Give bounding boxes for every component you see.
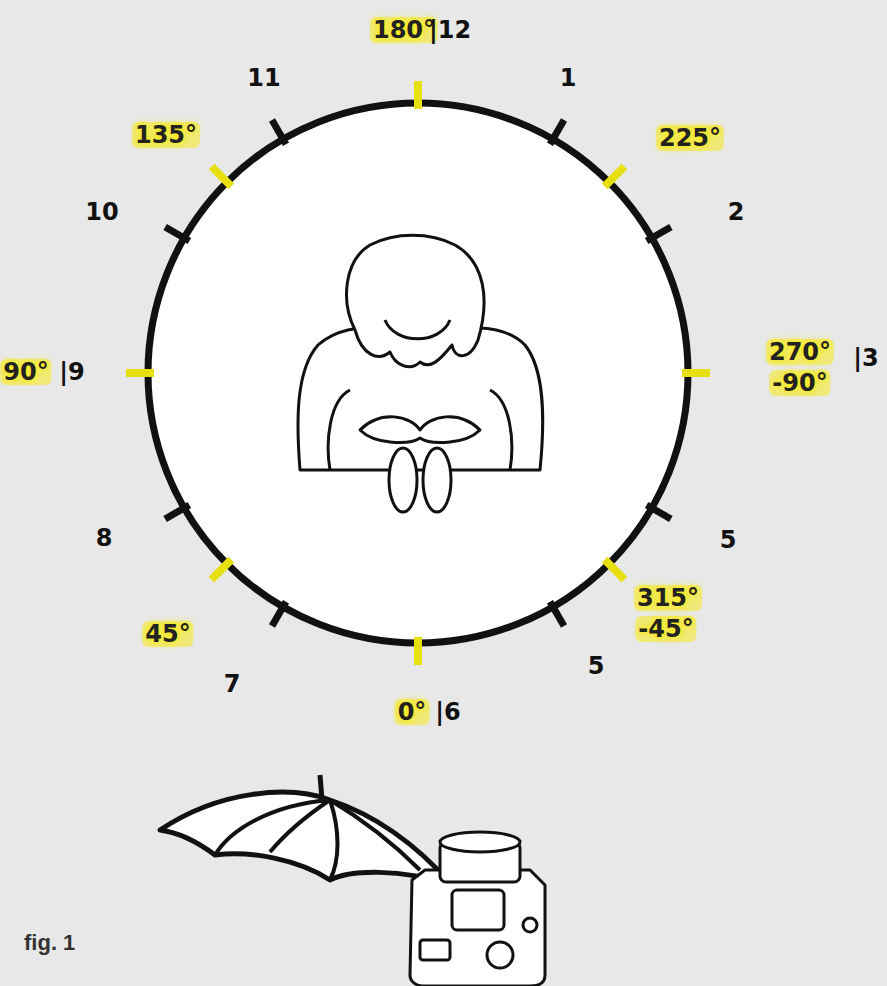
- clock-tick: [647, 505, 671, 519]
- clock-ticks: [126, 81, 710, 665]
- figure-caption: fig. 1: [24, 930, 75, 956]
- umbrella: [160, 775, 452, 885]
- model-figure: [298, 235, 543, 512]
- clock-tick: [550, 120, 564, 144]
- clock-tick: [165, 505, 189, 519]
- angle-label: 225°: [656, 125, 724, 151]
- angle-label: 270°: [766, 339, 834, 365]
- clock-tick: [165, 227, 189, 241]
- clock-label: 2: [728, 200, 745, 224]
- angle-tick: [605, 560, 625, 580]
- clock-label: 10: [85, 200, 118, 224]
- angle-label: 180°: [370, 17, 438, 43]
- angle-label: -45°: [635, 616, 696, 642]
- clock-tick: [550, 602, 564, 626]
- clock-label: 1: [560, 66, 577, 90]
- angle-tick: [414, 637, 422, 665]
- angle-label: 315°: [634, 585, 702, 611]
- angle-tick: [126, 369, 154, 377]
- angle-label: -90°: [769, 370, 830, 396]
- angle-label: 45°: [142, 621, 193, 647]
- clock-label: 7: [224, 672, 241, 696]
- clock-label: |9: [59, 360, 84, 384]
- angle-tick: [212, 167, 232, 187]
- clock-label: |6: [435, 700, 460, 724]
- clock-label: 8: [96, 526, 113, 550]
- camera: [410, 832, 545, 986]
- angle-label: 135°: [132, 122, 200, 148]
- clock-tick: [647, 227, 671, 241]
- clock-tick: [272, 120, 286, 144]
- clock-label: 5: [720, 528, 737, 552]
- clock-label: |12: [429, 18, 471, 42]
- light-circle: [148, 103, 688, 643]
- angle-tick: [414, 81, 422, 109]
- clock-tick: [272, 602, 286, 626]
- clock-label: |3: [853, 346, 878, 370]
- angle-tick: [682, 369, 710, 377]
- angle-tick: [212, 560, 232, 580]
- clock-label: 5: [588, 654, 605, 678]
- clock-label: 11: [247, 66, 280, 90]
- angle-tick: [605, 167, 625, 187]
- angle-label: 0°: [395, 699, 430, 725]
- angle-label: 90°: [0, 359, 51, 385]
